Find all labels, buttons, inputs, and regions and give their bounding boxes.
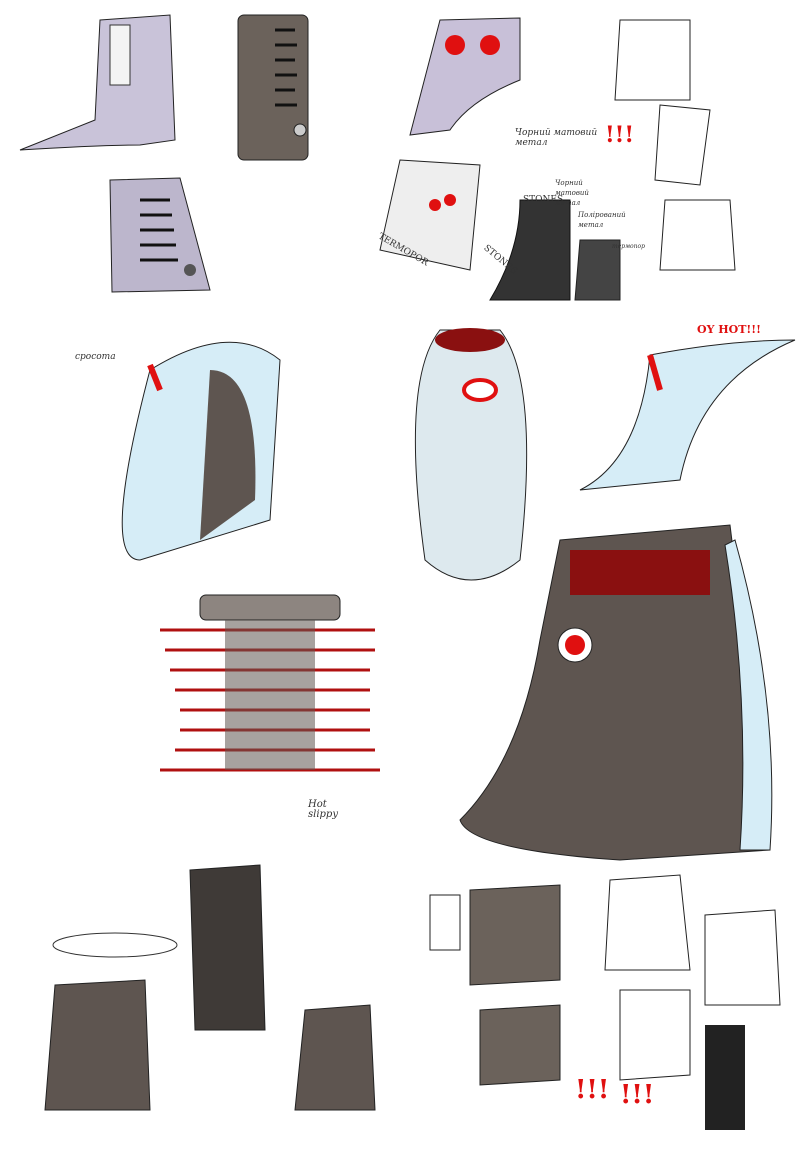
sketch-small-stones <box>614 19 711 186</box>
annotation-exclaim-3: !!! <box>620 1080 655 1110</box>
annotation-exclaim: !!! <box>605 122 634 148</box>
annotation-black-matte-metal: Чорний матовий метал <box>515 128 598 148</box>
annotation-hot-slippy: Hot slippy <box>308 799 338 820</box>
sketch-termopor <box>379 159 481 271</box>
annotation-left-label: сросота <box>75 352 116 362</box>
annotation-black-matte-metal-2: Чорний матовий метал <box>555 179 589 207</box>
annotation-stones: STONES <box>523 195 564 205</box>
sketch-stones-black <box>489 199 571 301</box>
annotation-oy-hot: OY HOT!!! <box>697 323 761 336</box>
sketch-stacked-heater <box>160 594 380 772</box>
sketch-big-heater <box>459 524 773 861</box>
sketch-bottom-small <box>429 874 781 1130</box>
annotation-polished-metal: Полірований метал <box>578 211 626 229</box>
sketch-heater-red-dials <box>409 17 521 136</box>
sketch-heater-2 <box>237 14 309 161</box>
sketch-penguin-heater <box>121 341 281 561</box>
annotation-termopor-small: термопор <box>612 243 645 250</box>
sketch-small-right <box>574 199 736 301</box>
sketch-heater-1 <box>19 14 176 151</box>
sketch-rocket-heater <box>414 328 528 581</box>
annotation-exclaim-2: !!! <box>575 1075 610 1105</box>
sketch-heater-3 <box>109 177 211 293</box>
sketch-wing-heater <box>579 339 796 491</box>
sketch-bottom-cylinders <box>44 864 376 1111</box>
